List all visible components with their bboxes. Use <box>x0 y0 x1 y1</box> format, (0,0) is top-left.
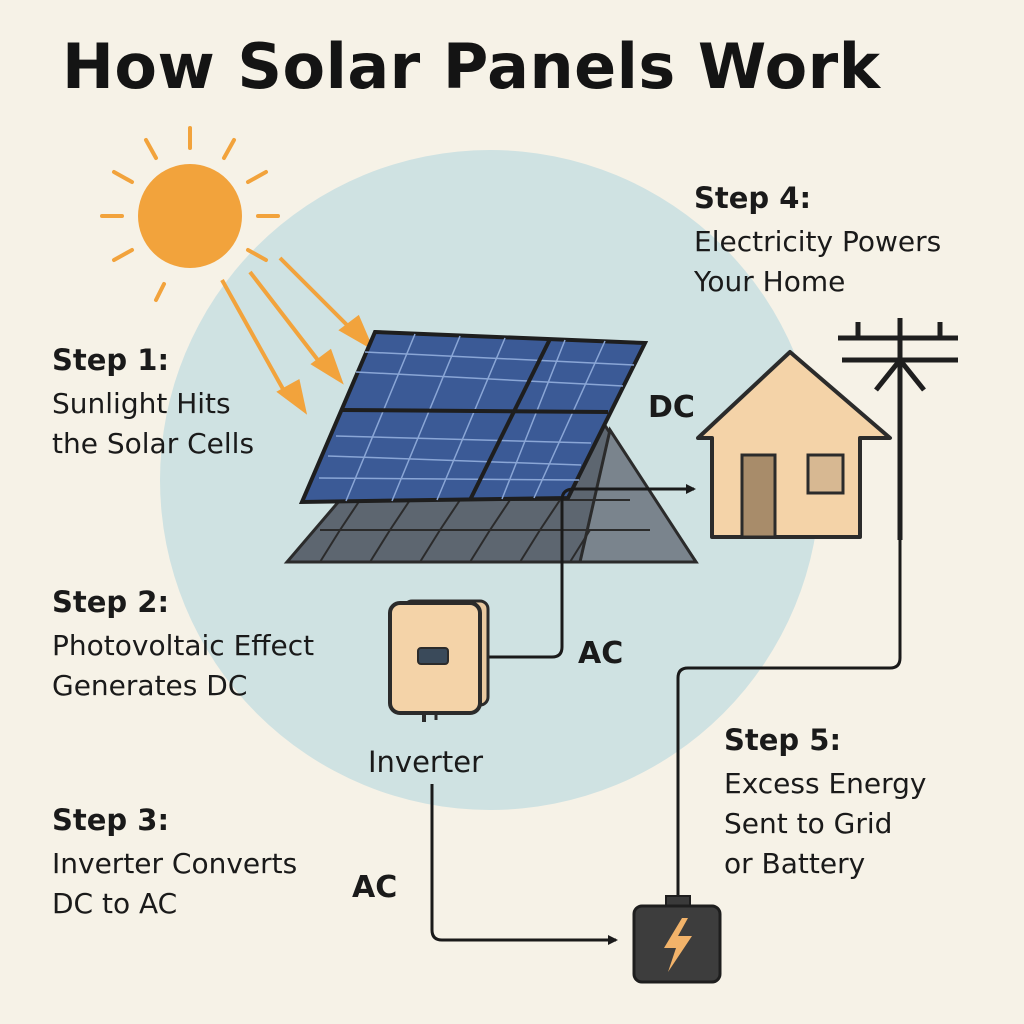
step-5-text: Excess Energy Sent to Grid or Battery <box>724 767 927 880</box>
sun-icon <box>100 126 280 302</box>
ac-label-inverter: AC <box>578 636 624 671</box>
step-2: Step 2: Photovoltaic Effect Generates DC <box>52 582 314 706</box>
step-4-heading: Step 4: <box>694 181 812 215</box>
lightning-icon <box>664 918 692 972</box>
step-3-text: Inverter Converts DC to AC <box>52 847 298 920</box>
wire-inverter-to-house <box>488 484 696 659</box>
wire-battery-to-grid <box>676 540 902 898</box>
step-2-text: Photovoltaic Effect Generates DC <box>52 629 315 702</box>
step-1-heading: Step 1: <box>52 343 170 377</box>
step-1: Step 1: Sunlight Hits the Solar Cells <box>52 340 254 464</box>
page-title: How Solar Panels Work <box>62 30 881 103</box>
step-2-heading: Step 2: <box>52 585 170 619</box>
house-icon <box>696 350 892 539</box>
step-4-text: Electricity Powers Your Home <box>694 225 942 298</box>
power-pole-icon <box>838 318 958 540</box>
battery-icon <box>632 895 722 984</box>
sunlight-arrows <box>220 256 375 415</box>
step-5-heading: Step 5: <box>724 723 842 757</box>
step-4: Step 4: Electricity Powers Your Home <box>694 178 941 302</box>
dc-label: DC <box>648 390 695 425</box>
step-3: Step 3: Inverter Converts DC to AC <box>52 800 297 924</box>
wire-inverter-to-battery <box>430 784 618 945</box>
inverter-label: Inverter <box>368 745 483 779</box>
step-5: Step 5: Excess Energy Sent to Grid or Ba… <box>724 720 927 884</box>
step-1-text: Sunlight Hits the Solar Cells <box>52 387 255 460</box>
inverter-icon <box>388 599 490 722</box>
solar-panel-icon <box>298 329 649 505</box>
ac-label-left: AC <box>352 870 398 905</box>
step-3-heading: Step 3: <box>52 803 170 837</box>
